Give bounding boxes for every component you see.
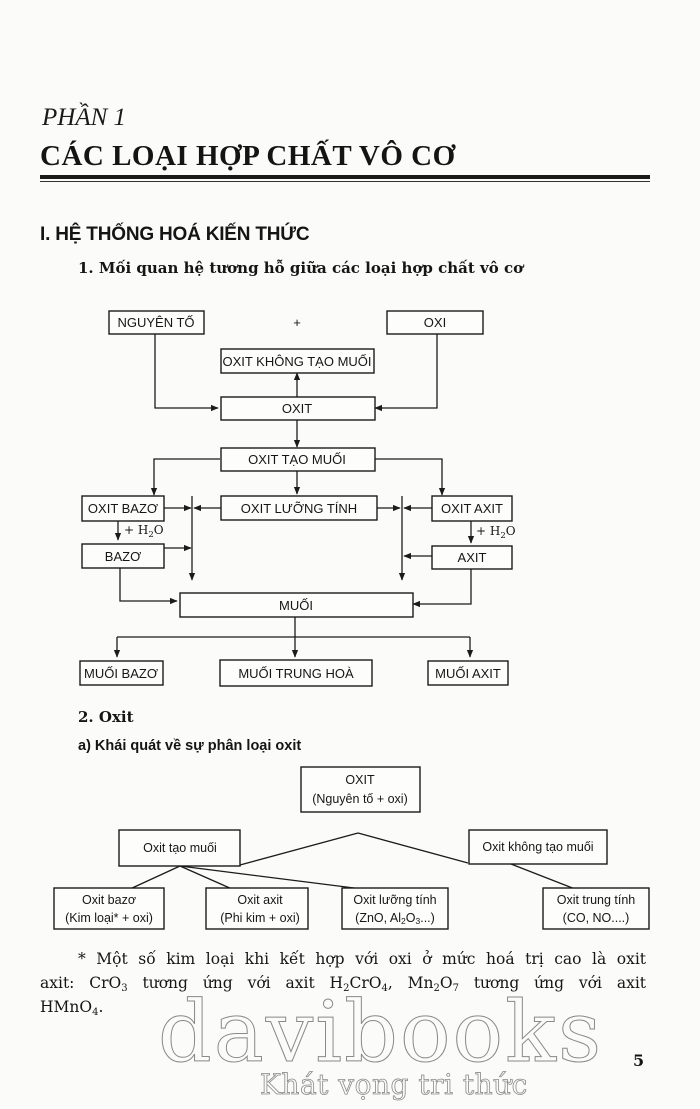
node-oxit-tao-muoi: [220, 447, 376, 472]
node-bazo-label: BAZƠ: [105, 549, 141, 564]
tree-root: [300, 766, 421, 813]
footnote-line-3: HMnO4.: [40, 998, 104, 1018]
node-bazo: [81, 543, 165, 569]
section-heading: I. HỆ THỐNG HOÁ KIẾN THỨC: [40, 224, 310, 245]
node-oxit: [220, 396, 376, 421]
node-oxit-tao-muoi-label: OXIT TẠO MUỐI: [248, 452, 346, 467]
node-oxit-luong-tinh: [220, 495, 378, 521]
node-oxit-khong-tao-muoi: [220, 348, 375, 374]
tree-leaf-oxit-luong-tinh-subtitle: (ZnO, Al2O3...): [355, 911, 435, 926]
edge-left-axit: [179, 865, 233, 890]
node-muoi-bazo: [79, 660, 164, 686]
subsection-heading-1: 1. Mối quan hệ tương hỗ giữa các loại hợ…: [78, 259, 524, 277]
tree-root-title: OXIT: [345, 773, 375, 787]
node-oxit-luong-tinh-label: OXIT LƯỠNG TÍNH: [241, 501, 357, 516]
edge-axit-muoi: [412, 569, 472, 608]
node-oxit-bazo-label: OXIT BAZƠ: [88, 501, 158, 516]
part-label: PHẦN 1: [42, 104, 127, 131]
tree-leaf-oxit-trung-tinh: [542, 887, 650, 930]
tree-leaf-oxit-luong-tinh-box: [341, 887, 449, 930]
tree-leaf-oxit-trung-tinh-title: Oxit trung tính: [557, 893, 636, 907]
node-nguyen-to: [108, 310, 205, 335]
oxide-classification-tree: OXIT (Nguyên tố + oxi) Oxit tạo muối Oxi…: [53, 766, 650, 930]
node-muoi-bazo-label: MUỐI BAZƠ: [84, 666, 158, 681]
page-number: 5: [633, 1051, 645, 1070]
title-rule: [40, 175, 650, 179]
edge-root-right: [357, 832, 469, 864]
watermark-tagline: Khát vọng tri thức: [260, 1068, 528, 1102]
edge-bazo-muoi: [119, 561, 178, 605]
node-oxit-khong-tao-muoi-label: OXIT KHÔNG TẠO MUỐI: [222, 354, 371, 369]
edge-left-bazo: [129, 865, 181, 890]
node-muoi-label: MUỐI: [279, 598, 313, 613]
tree-leaf-oxit-bazo-title: Oxit bazơ: [82, 893, 136, 907]
tree-leaf-oxit-trung-tinh-subtitle: (CO, NO....): [563, 911, 630, 925]
footnote-line-1: * Một số kim loại khi kết hợp với oxi ở …: [78, 950, 646, 968]
tree-leaf-oxit-luong-tinh-title: Oxit lưỡng tính: [353, 893, 436, 907]
tree-leaf-oxit-bazo: [53, 887, 165, 930]
node-oxit-label: OXIT: [282, 401, 312, 416]
subsection-heading-2a: a) Khái quát về sự phân loại oxit: [78, 738, 302, 754]
edge-root-left: [239, 832, 359, 866]
tree-leaf-oxit-axit-subtitle: (Phi kim + oxi): [220, 911, 300, 925]
node-oxit-axit: [431, 495, 513, 522]
tree-right-branch: [468, 829, 608, 865]
node-nguyen-to-label: NGUYÊN TỐ: [117, 315, 194, 330]
water-label-right: + H2O: [476, 524, 516, 541]
node-oxit-axit-label: OXIT AXIT: [441, 501, 503, 516]
tree-leaf-oxit-bazo-subtitle: (Kim loại* + oxi): [65, 911, 153, 925]
edge-taomuoi-axit: [375, 458, 446, 496]
tree-right-branch-label: Oxit không tạo muối: [482, 840, 593, 854]
relationship-diagram: NGUYÊN TỐ + OXI OXIT KHÔNG TẠO MUỐI OXIT…: [79, 310, 516, 687]
footnote-line-2: axit: CrO3 tương ứng với axit H2CrO4, Mn…: [40, 974, 647, 994]
chapter-title: CÁC LOẠI HỢP CHẤT VÔ CƠ: [40, 140, 456, 172]
edge-right-trungtinh: [510, 863, 576, 890]
tree-leaf-oxit-axit: [205, 887, 309, 930]
tree-leaf-oxit-axit-title: Oxit axit: [237, 893, 283, 907]
tree-root-subtitle: (Nguyên tố + oxi): [312, 792, 408, 806]
tree-left-branch-label: Oxit tạo muối: [143, 841, 217, 855]
node-oxi-label: OXI: [424, 315, 446, 330]
edge-nguyento-oxit: [154, 334, 219, 412]
node-axit-label: AXIT: [458, 550, 487, 565]
node-axit: [431, 545, 513, 570]
watermark-brand: davibooks: [157, 983, 604, 1081]
node-muoi-axit: [427, 660, 509, 686]
node-muoi-trung-hoa-label: MUỐI TRUNG HOÀ: [238, 666, 354, 681]
node-muoi-trung-hoa: [219, 659, 373, 687]
tree-left-branch: [118, 829, 241, 867]
water-label-left: + H2O: [124, 523, 164, 540]
edge-taomuoi-bazo: [150, 458, 220, 496]
node-muoi-axit-label: MUỐI AXIT: [435, 666, 501, 681]
subsection-heading-2: 2. Oxit: [78, 708, 134, 726]
node-muoi: [179, 592, 414, 618]
edge-left-luongtinh: [179, 865, 363, 890]
edge-oxi-oxit: [374, 334, 438, 412]
node-oxi: [386, 310, 484, 335]
node-oxit-bazo: [81, 495, 165, 522]
footnote-paragraph: * Một số kim loại khi kết hợp với oxi ở …: [40, 947, 646, 1019]
plus-sign: +: [293, 315, 301, 330]
title-rule-thin: [40, 181, 650, 182]
